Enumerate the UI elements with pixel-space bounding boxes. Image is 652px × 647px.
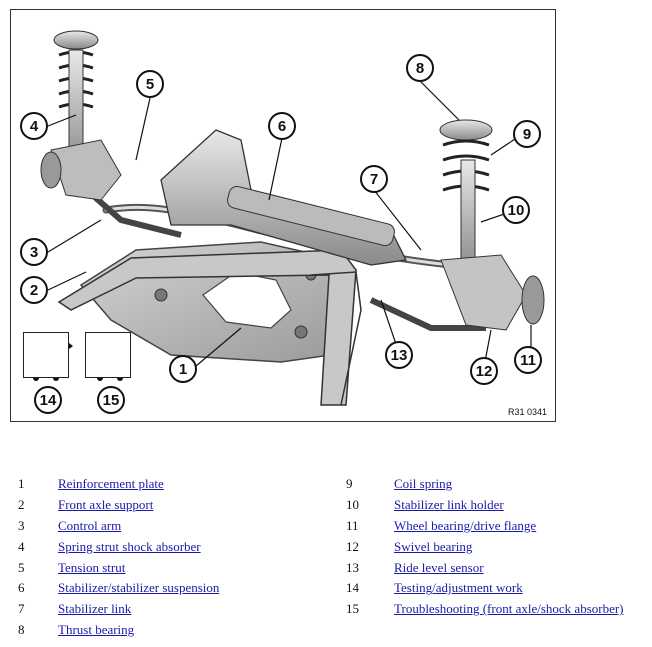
legend-number: 11: [346, 517, 359, 533]
callout-10: 10: [502, 196, 530, 224]
testing-adjustment-icon-box[interactable]: [23, 332, 69, 378]
legend-number: 9: [346, 476, 353, 492]
legend-link-stabilizer-link[interactable]: Stabilizer link: [58, 601, 132, 617]
legend-number: 3: [18, 517, 25, 533]
callout-6: 6: [268, 112, 296, 140]
left-strut-shape: [40, 30, 122, 201]
callout-1: 1: [169, 355, 197, 383]
legend-number: 6: [18, 580, 25, 596]
troubleshooting-icon-box[interactable]: [85, 332, 131, 378]
legend-number: 15: [346, 601, 359, 617]
legend-right-column: 9 Coil spring 10 Stabilizer link holder 11…: [346, 474, 624, 620]
legend-item: 5 Tension strut: [18, 557, 219, 578]
legend-number: 12: [346, 538, 359, 554]
callout-3: 3: [20, 238, 48, 266]
legend-item: 13 Ride level sensor: [346, 557, 624, 578]
callout-8: 8: [406, 54, 434, 82]
legend-item: 2 Front axle support: [18, 495, 219, 516]
legend-link-coil-spring[interactable]: Coil spring: [394, 476, 453, 492]
callout-12: 12: [470, 357, 498, 385]
legend-item: 12 Swivel bearing: [346, 536, 624, 557]
callout-11: 11: [514, 346, 542, 374]
steering-rack-shape: [160, 129, 407, 266]
leader-lines: [47, 80, 532, 368]
legend-item: 8 Thrust bearing: [18, 620, 219, 641]
legend-link-thrust-bearing[interactable]: Thrust bearing: [58, 621, 135, 637]
legend-left-column: 1 Reinforcement plate 2 Front axle support…: [18, 474, 219, 640]
legend-link-stabilizer-link-holder[interactable]: Stabilizer link holder: [394, 497, 504, 513]
callout-13: 13: [385, 341, 413, 369]
legend-item: 7 Stabilizer link: [18, 599, 219, 620]
legend-item: 9 Coil spring: [346, 474, 624, 495]
axle-drawing: ?: [28, 30, 545, 406]
callout-4: 4: [20, 112, 48, 140]
legend-link-testing-adjustment[interactable]: Testing/adjustment work: [394, 580, 523, 596]
callout-9: 9: [513, 120, 541, 148]
figure-reference: R31 0341: [507, 407, 547, 417]
legend-number: 7: [18, 601, 25, 617]
legend-item: 11 Wheel bearing/drive flange: [346, 516, 624, 537]
legend-link-stabilizer[interactable]: Stabilizer/stabilizer suspension: [58, 580, 220, 596]
legend-item: 4 Spring strut shock absorber: [18, 536, 219, 557]
legend-item: 6 Stabilizer/stabilizer suspension: [18, 578, 219, 599]
legend-number: 8: [18, 621, 25, 637]
right-control-arm-shape: [369, 297, 486, 331]
legend-item: 15 Troubleshooting (front axle/shock abso…: [346, 599, 624, 620]
callout-15[interactable]: 15: [97, 386, 125, 414]
axle-support-shape: [57, 249, 362, 406]
legend-link-swivel-bearing[interactable]: Swivel bearing: [394, 538, 473, 554]
callout-2: 2: [20, 276, 48, 304]
axle-diagram: ? 1 2 3 4 5 6 7 8 9 10 11 12 13 14 15 R3…: [10, 9, 556, 422]
legend-link-control-arm[interactable]: Control arm: [58, 517, 122, 533]
legend-link-front-axle-support[interactable]: Front axle support: [58, 497, 154, 513]
legend-item: 14 Testing/adjustment work: [346, 578, 624, 599]
legend-item: 3 Control arm: [18, 516, 219, 537]
legend-number: 13: [346, 559, 359, 575]
legend-number: 14: [346, 580, 359, 596]
legend-number: 2: [18, 497, 25, 513]
callout-14[interactable]: 14: [34, 386, 62, 414]
legend-number: 1: [18, 476, 25, 492]
callout-7: 7: [360, 165, 388, 193]
legend-link-ride-level-sensor[interactable]: Ride level sensor: [394, 559, 484, 575]
callout-5: 5: [136, 70, 164, 98]
legend-number: 5: [18, 559, 25, 575]
right-strut-shape: [439, 119, 545, 331]
legend-link-tension-strut[interactable]: Tension strut: [58, 559, 126, 575]
legend-item: 10 Stabilizer link holder: [346, 495, 624, 516]
legend-item: 1 Reinforcement plate: [18, 474, 219, 495]
legend-link-reinforcement-plate[interactable]: Reinforcement plate: [58, 476, 164, 492]
legend-link-troubleshooting[interactable]: Troubleshooting (front axle/shock absorb…: [394, 601, 624, 617]
legend-number: 10: [346, 497, 359, 513]
legend-link-spring-strut[interactable]: Spring strut shock absorber: [58, 538, 201, 554]
legend-number: 4: [18, 538, 25, 554]
legend-link-wheel-bearing[interactable]: Wheel bearing/drive flange: [394, 517, 537, 533]
